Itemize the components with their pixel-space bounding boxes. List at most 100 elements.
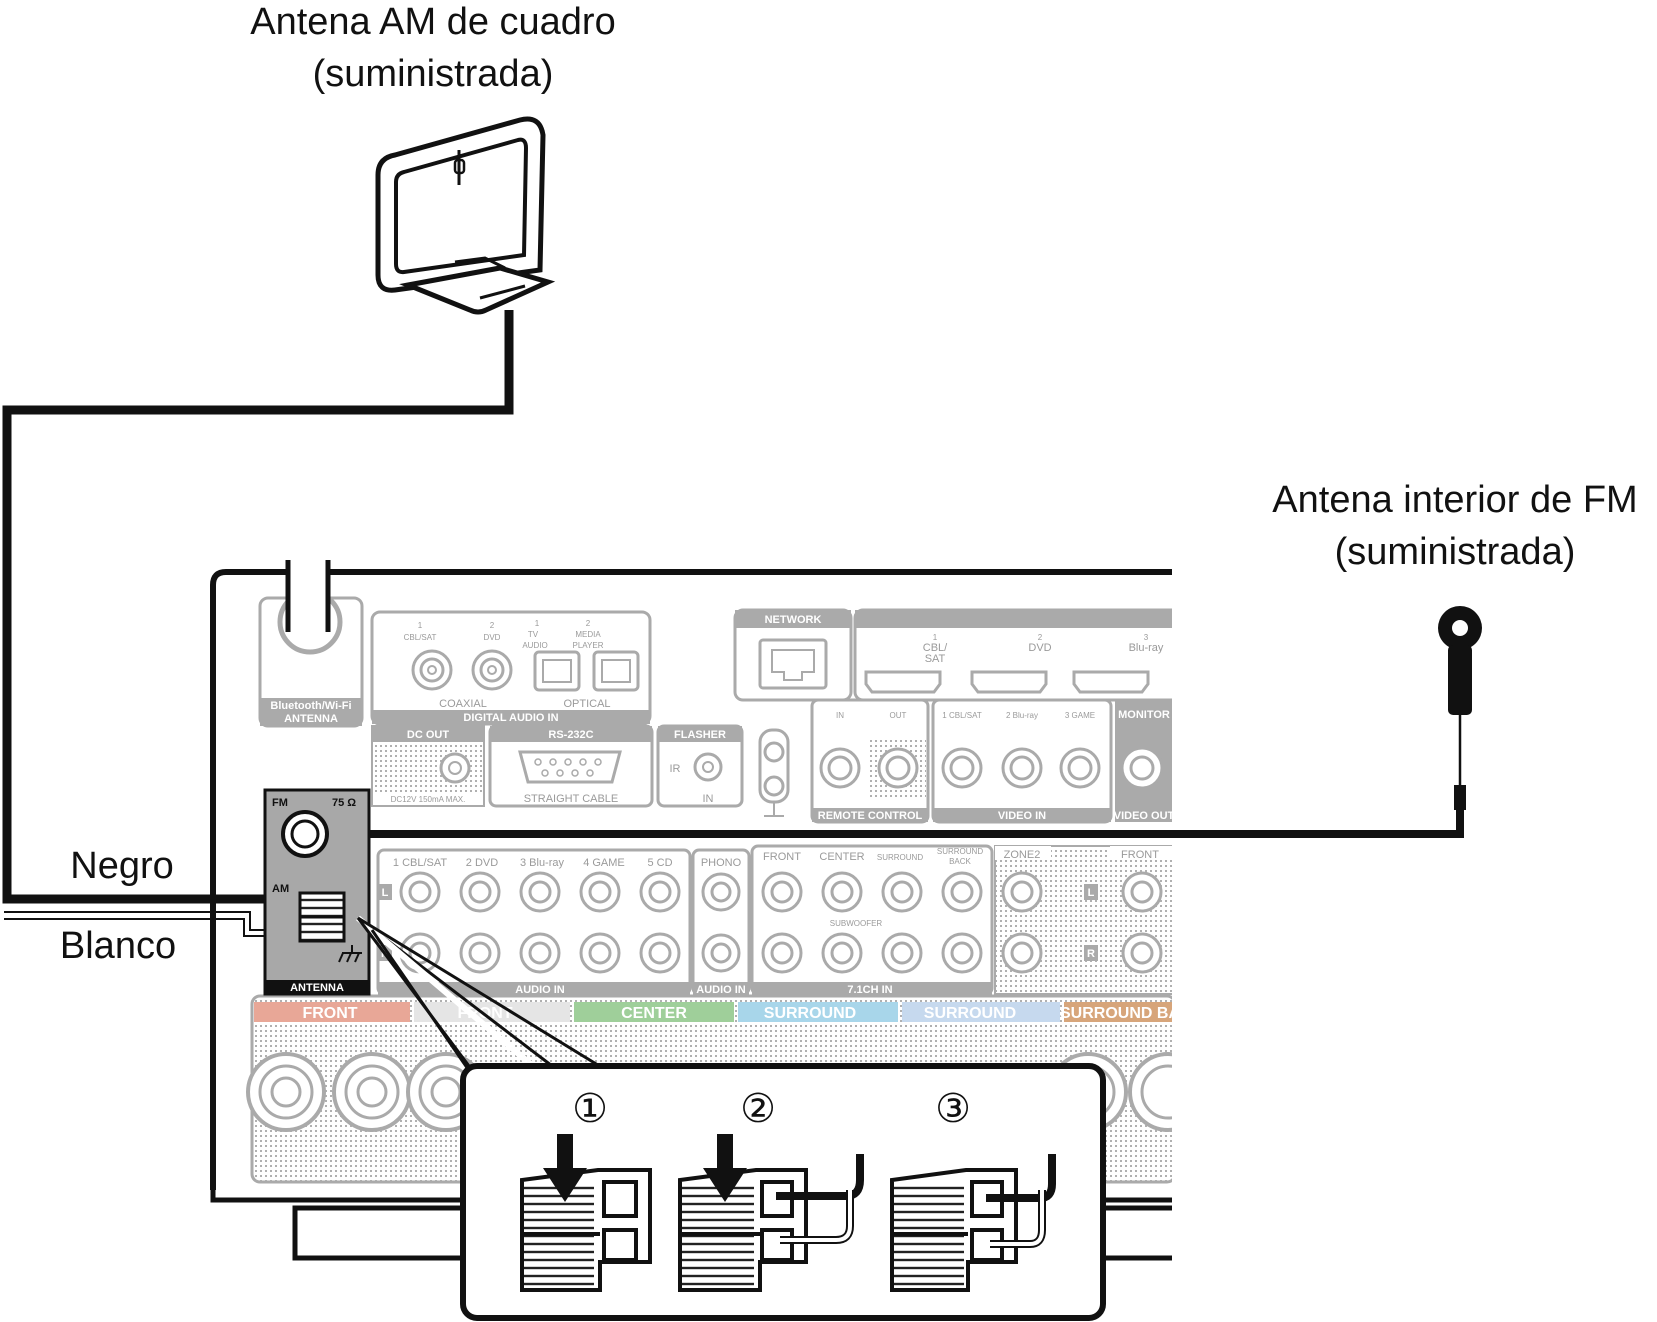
svg-text:DVD: DVD: [1028, 642, 1051, 654]
phono-label: PHONO: [701, 857, 742, 869]
step-2-number: ②: [740, 1086, 776, 1132]
svg-text:5 CD: 5 CD: [647, 857, 672, 869]
svg-text:2: 2: [490, 621, 495, 630]
dc-out-section: DC OUT DC12V 150mA MAX.: [371, 725, 485, 807]
svg-text:FRONT: FRONT: [763, 851, 801, 863]
remote-control-section: REMOTE CONTROL IN OUT: [810, 698, 930, 824]
audio-in-section: AUDIO IN 1 CBL/SAT 2 DVD 3 Blu-ray 4 GAM…: [376, 848, 692, 996]
video-in-label: VIDEO IN: [998, 810, 1046, 822]
spk-surround-l-label: SURROUND: [924, 1005, 1016, 1022]
monitor-label: MONITOR: [1118, 709, 1170, 721]
svg-text:IN: IN: [703, 793, 714, 805]
bt-antenna-label-1: Bluetooth/Wi-Fi: [270, 700, 351, 712]
coax-2-label: DVD: [484, 633, 501, 642]
fm-ohm-label: 75 Ω: [332, 797, 356, 809]
svg-text:CBL/: CBL/: [923, 642, 948, 654]
svg-text:3 Blu-ray: 3 Blu-ray: [520, 857, 565, 869]
svg-text:OUT: OUT: [890, 711, 907, 720]
coax-1-label: CBL/SAT: [404, 633, 437, 642]
push-arrow-icon: [543, 1134, 587, 1202]
video-out-label: VIDEO OUT: [1114, 810, 1175, 822]
svg-text:SUBWOOFER: SUBWOOFER: [830, 919, 883, 928]
monitor-video-out-section: MONITOR VIDEO OUT: [1114, 700, 1175, 822]
step-1-number: ①: [572, 1086, 608, 1132]
svg-text:1: 1: [933, 633, 938, 642]
rs232c-label: RS-232C: [548, 729, 593, 741]
step-3-number: ③: [935, 1086, 971, 1132]
flasher-label: FLASHER: [674, 729, 726, 741]
svg-text:2 Blu-ray: 2 Blu-ray: [1006, 711, 1038, 720]
step-1-terminal-icon: [520, 1134, 652, 1292]
svg-text:R: R: [1087, 948, 1095, 960]
spk-surround-r-label: SURROUND: [764, 1005, 856, 1022]
antenna-terminal-block: ANTENNA FM 75 Ω AM: [263, 788, 371, 996]
svg-text:PLAYER: PLAYER: [573, 641, 604, 650]
hdmi-inputs-section: 1 CBL/ SAT 2 DVD 3 Blu-ray: [853, 608, 1172, 702]
svg-text:BACK: BACK: [949, 857, 971, 866]
71ch-in-section: 7.1CH IN FRONT CENTER SURROUND SURROUND …: [750, 844, 994, 996]
digital-audio-in-label: DIGITAL AUDIO IN: [463, 712, 558, 724]
optical-label: OPTICAL: [563, 698, 610, 710]
fm-antenna-title: Antena interior de FM: [1272, 479, 1637, 521]
fm-terminal-label: FM: [272, 797, 288, 809]
svg-text:2 DVD: 2 DVD: [466, 857, 498, 869]
svg-text:SURROUND: SURROUND: [937, 847, 983, 856]
spk-front-r-label: FRONT: [302, 1005, 357, 1022]
svg-text:L: L: [1088, 887, 1095, 899]
svg-text:FRONT: FRONT: [1121, 849, 1159, 861]
am-loop-antenna-icon: [375, 116, 556, 315]
network-label: NETWORK: [765, 614, 822, 626]
svg-text:3: 3: [1144, 633, 1149, 642]
straight-cable-label: STRAIGHT CABLE: [524, 793, 619, 805]
svg-text:1: 1: [418, 621, 423, 630]
am-terminal-label: AM: [272, 883, 289, 895]
digital-audio-in-section: DIGITAL AUDIO IN 1 CBL/SAT 2 DVD 1 TV AU…: [370, 610, 652, 726]
audio-in-label: AUDIO IN: [515, 984, 565, 996]
ground-screw-icon: [758, 728, 790, 817]
dc-out-label: DC OUT: [407, 729, 449, 741]
remote-control-label: REMOTE CONTROL: [818, 810, 923, 822]
fm-antenna-cable: [310, 810, 1464, 838]
ground-symbol-icon: [338, 945, 362, 963]
svg-text:AUDIO IN: AUDIO IN: [696, 984, 746, 996]
blanco-wire-label: Blanco: [60, 925, 176, 967]
fm-antenna-subtitle: (suministrada): [1335, 531, 1576, 573]
dc-spec-label: DC12V 150mA MAX.: [391, 795, 466, 804]
negro-wire-label: Negro: [70, 845, 174, 887]
network-port-section: NETWORK: [733, 608, 853, 702]
white-wire-icon: [780, 1190, 852, 1242]
svg-text:2: 2: [586, 619, 591, 628]
rs232c-section: RS-232C STRAIGHT CABLE: [488, 724, 654, 808]
zone2-section: ZONE2 FRONT L R: [994, 845, 1172, 995]
am-antenna-title: Antena AM de cuadro: [250, 1, 615, 43]
am-antenna-subtitle: (suministrada): [313, 53, 554, 95]
svg-text:1: 1: [535, 619, 540, 628]
svg-text:CENTER: CENTER: [819, 851, 864, 863]
bluetooth-wifi-antenna: Bluetooth/Wi-Fi ANTENNA: [258, 589, 364, 728]
svg-text:1 CBL/SAT: 1 CBL/SAT: [393, 857, 447, 869]
svg-text:Blu-ray: Blu-ray: [1129, 642, 1164, 654]
svg-text:SURROUND: SURROUND: [877, 853, 923, 862]
svg-text:AUDIO: AUDIO: [522, 641, 547, 650]
bt-antenna-label-2: ANTENNA: [284, 713, 338, 725]
flasher-section: FLASHER IR IN: [656, 724, 744, 808]
antenna-block-label: ANTENNA: [290, 982, 344, 994]
svg-text:MEDIA: MEDIA: [575, 630, 601, 639]
phono-section: PHONO AUDIO IN: [691, 848, 751, 996]
svg-text:4 GAME: 4 GAME: [583, 857, 625, 869]
svg-text:SAT: SAT: [925, 653, 946, 665]
zone2-label: ZONE2: [1004, 849, 1041, 861]
svg-text:IN: IN: [836, 711, 844, 720]
svg-text:L: L: [382, 887, 389, 899]
am-terminal-steps-inset: ① ② ③: [460, 1063, 1106, 1321]
coaxial-label: COAXIAL: [439, 698, 487, 710]
svg-text:2: 2: [1038, 633, 1043, 642]
receiver-rear-panel: Bluetooth/Wi-Fi ANTENNA DIGITAL AUDIO IN…: [210, 560, 1180, 1261]
step-2-terminal-icon: [678, 1134, 864, 1292]
svg-text:TV: TV: [528, 630, 539, 639]
am-antenna-cable: [2, 310, 514, 904]
svg-text:IR: IR: [670, 763, 681, 775]
spk-surround-back-label: SURROUND BA: [1060, 1005, 1180, 1022]
push-arrow-icon-2: [703, 1134, 747, 1202]
